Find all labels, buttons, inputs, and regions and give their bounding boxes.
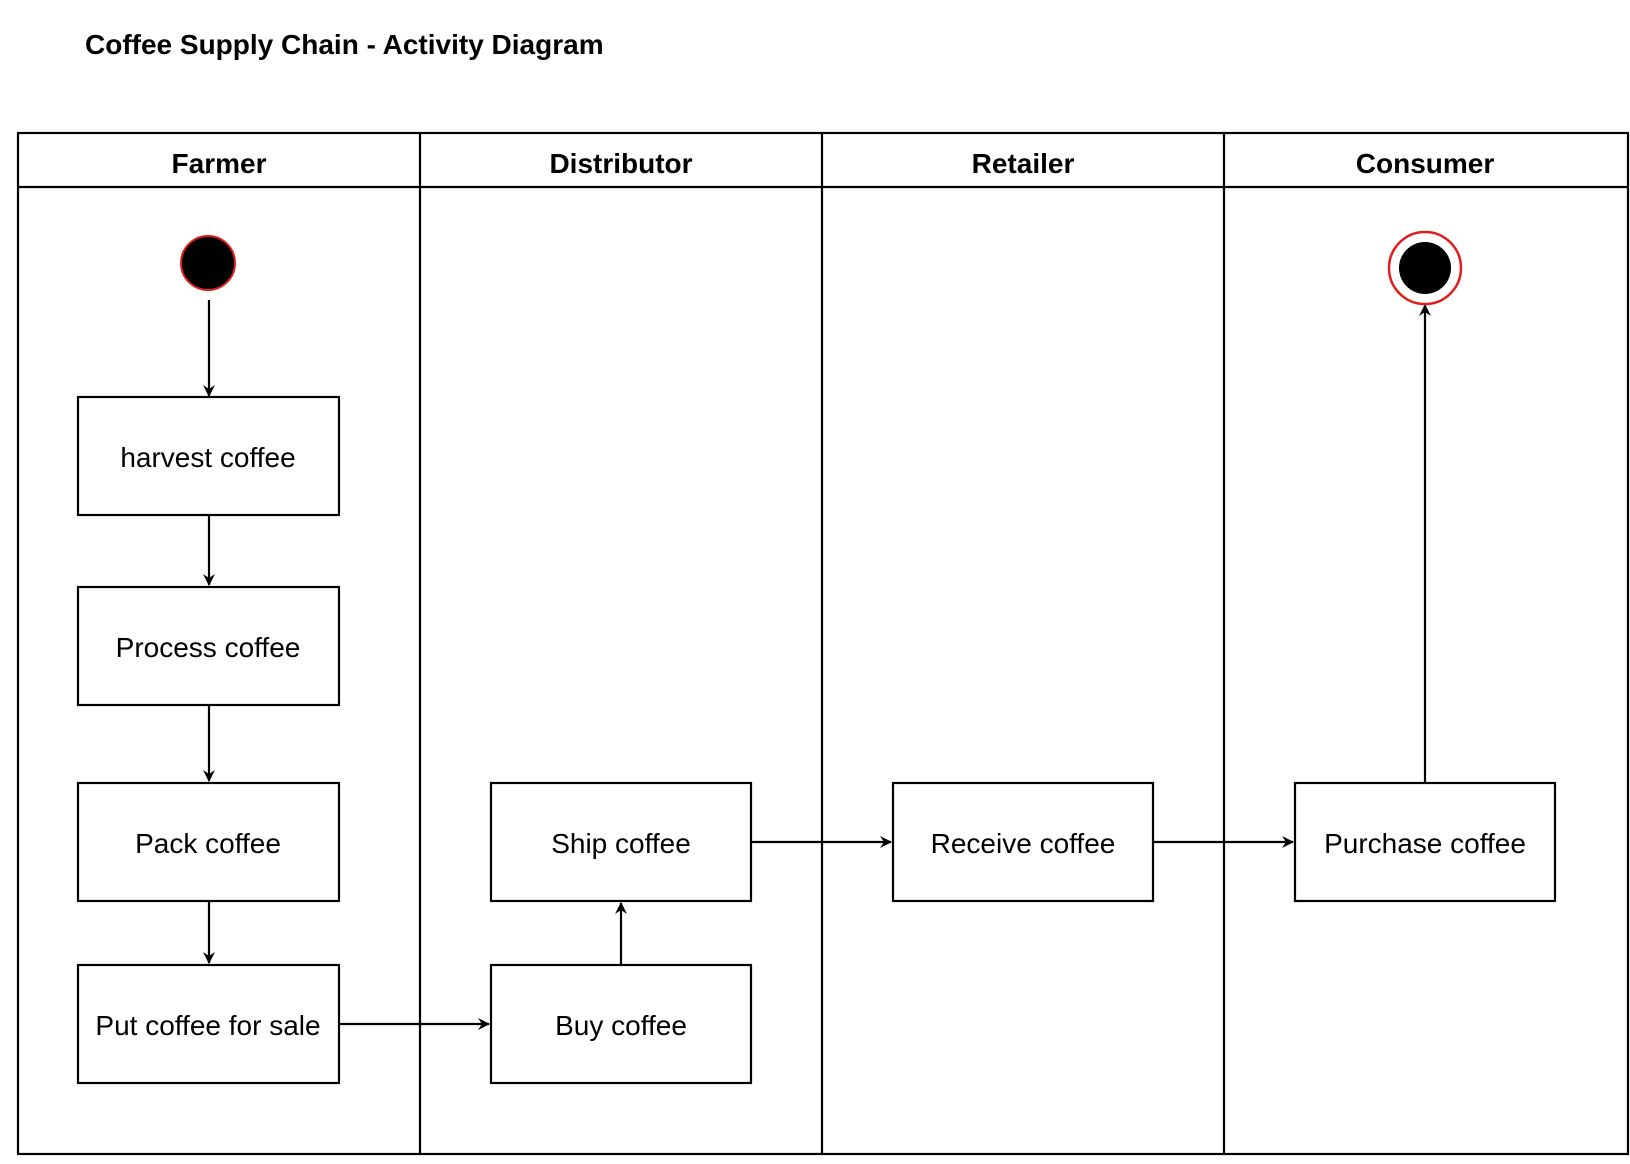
control-flows bbox=[203, 300, 1431, 1030]
final-node bbox=[1387, 230, 1463, 306]
swimlane-frame bbox=[16, 131, 1630, 1156]
action-buy-coffee: Buy coffee bbox=[489, 963, 753, 1085]
action-pack-coffee: Pack coffee bbox=[76, 781, 341, 903]
initial-node bbox=[180, 235, 236, 291]
action-put-coffee-for-sale: Put coffee for sale bbox=[76, 963, 341, 1085]
action-label: Ship coffee bbox=[551, 828, 691, 859]
lane-title-distributor: Distributor bbox=[549, 148, 692, 179]
action-receive-coffee: Receive coffee bbox=[891, 781, 1155, 903]
action-harvest-coffee: harvest coffee bbox=[76, 395, 341, 517]
action-label: harvest coffee bbox=[120, 442, 295, 473]
diagram-title: Coffee Supply Chain - Activity Diagram bbox=[85, 29, 604, 60]
action-label: Receive coffee bbox=[931, 828, 1116, 859]
action-label: Process coffee bbox=[116, 632, 301, 663]
lane-title-farmer: Farmer bbox=[172, 148, 267, 179]
action-label: Pack coffee bbox=[135, 828, 281, 859]
action-process-coffee: Process coffee bbox=[76, 585, 341, 707]
lane-title-retailer: Retailer bbox=[972, 148, 1075, 179]
action-purchase-coffee: Purchase coffee bbox=[1293, 781, 1557, 903]
action-label: Put coffee for sale bbox=[95, 1010, 320, 1041]
lane-title-consumer: Consumer bbox=[1356, 148, 1495, 179]
action-label: Purchase coffee bbox=[1324, 828, 1526, 859]
action-ship-coffee: Ship coffee bbox=[489, 781, 753, 903]
action-label: Buy coffee bbox=[555, 1010, 687, 1041]
